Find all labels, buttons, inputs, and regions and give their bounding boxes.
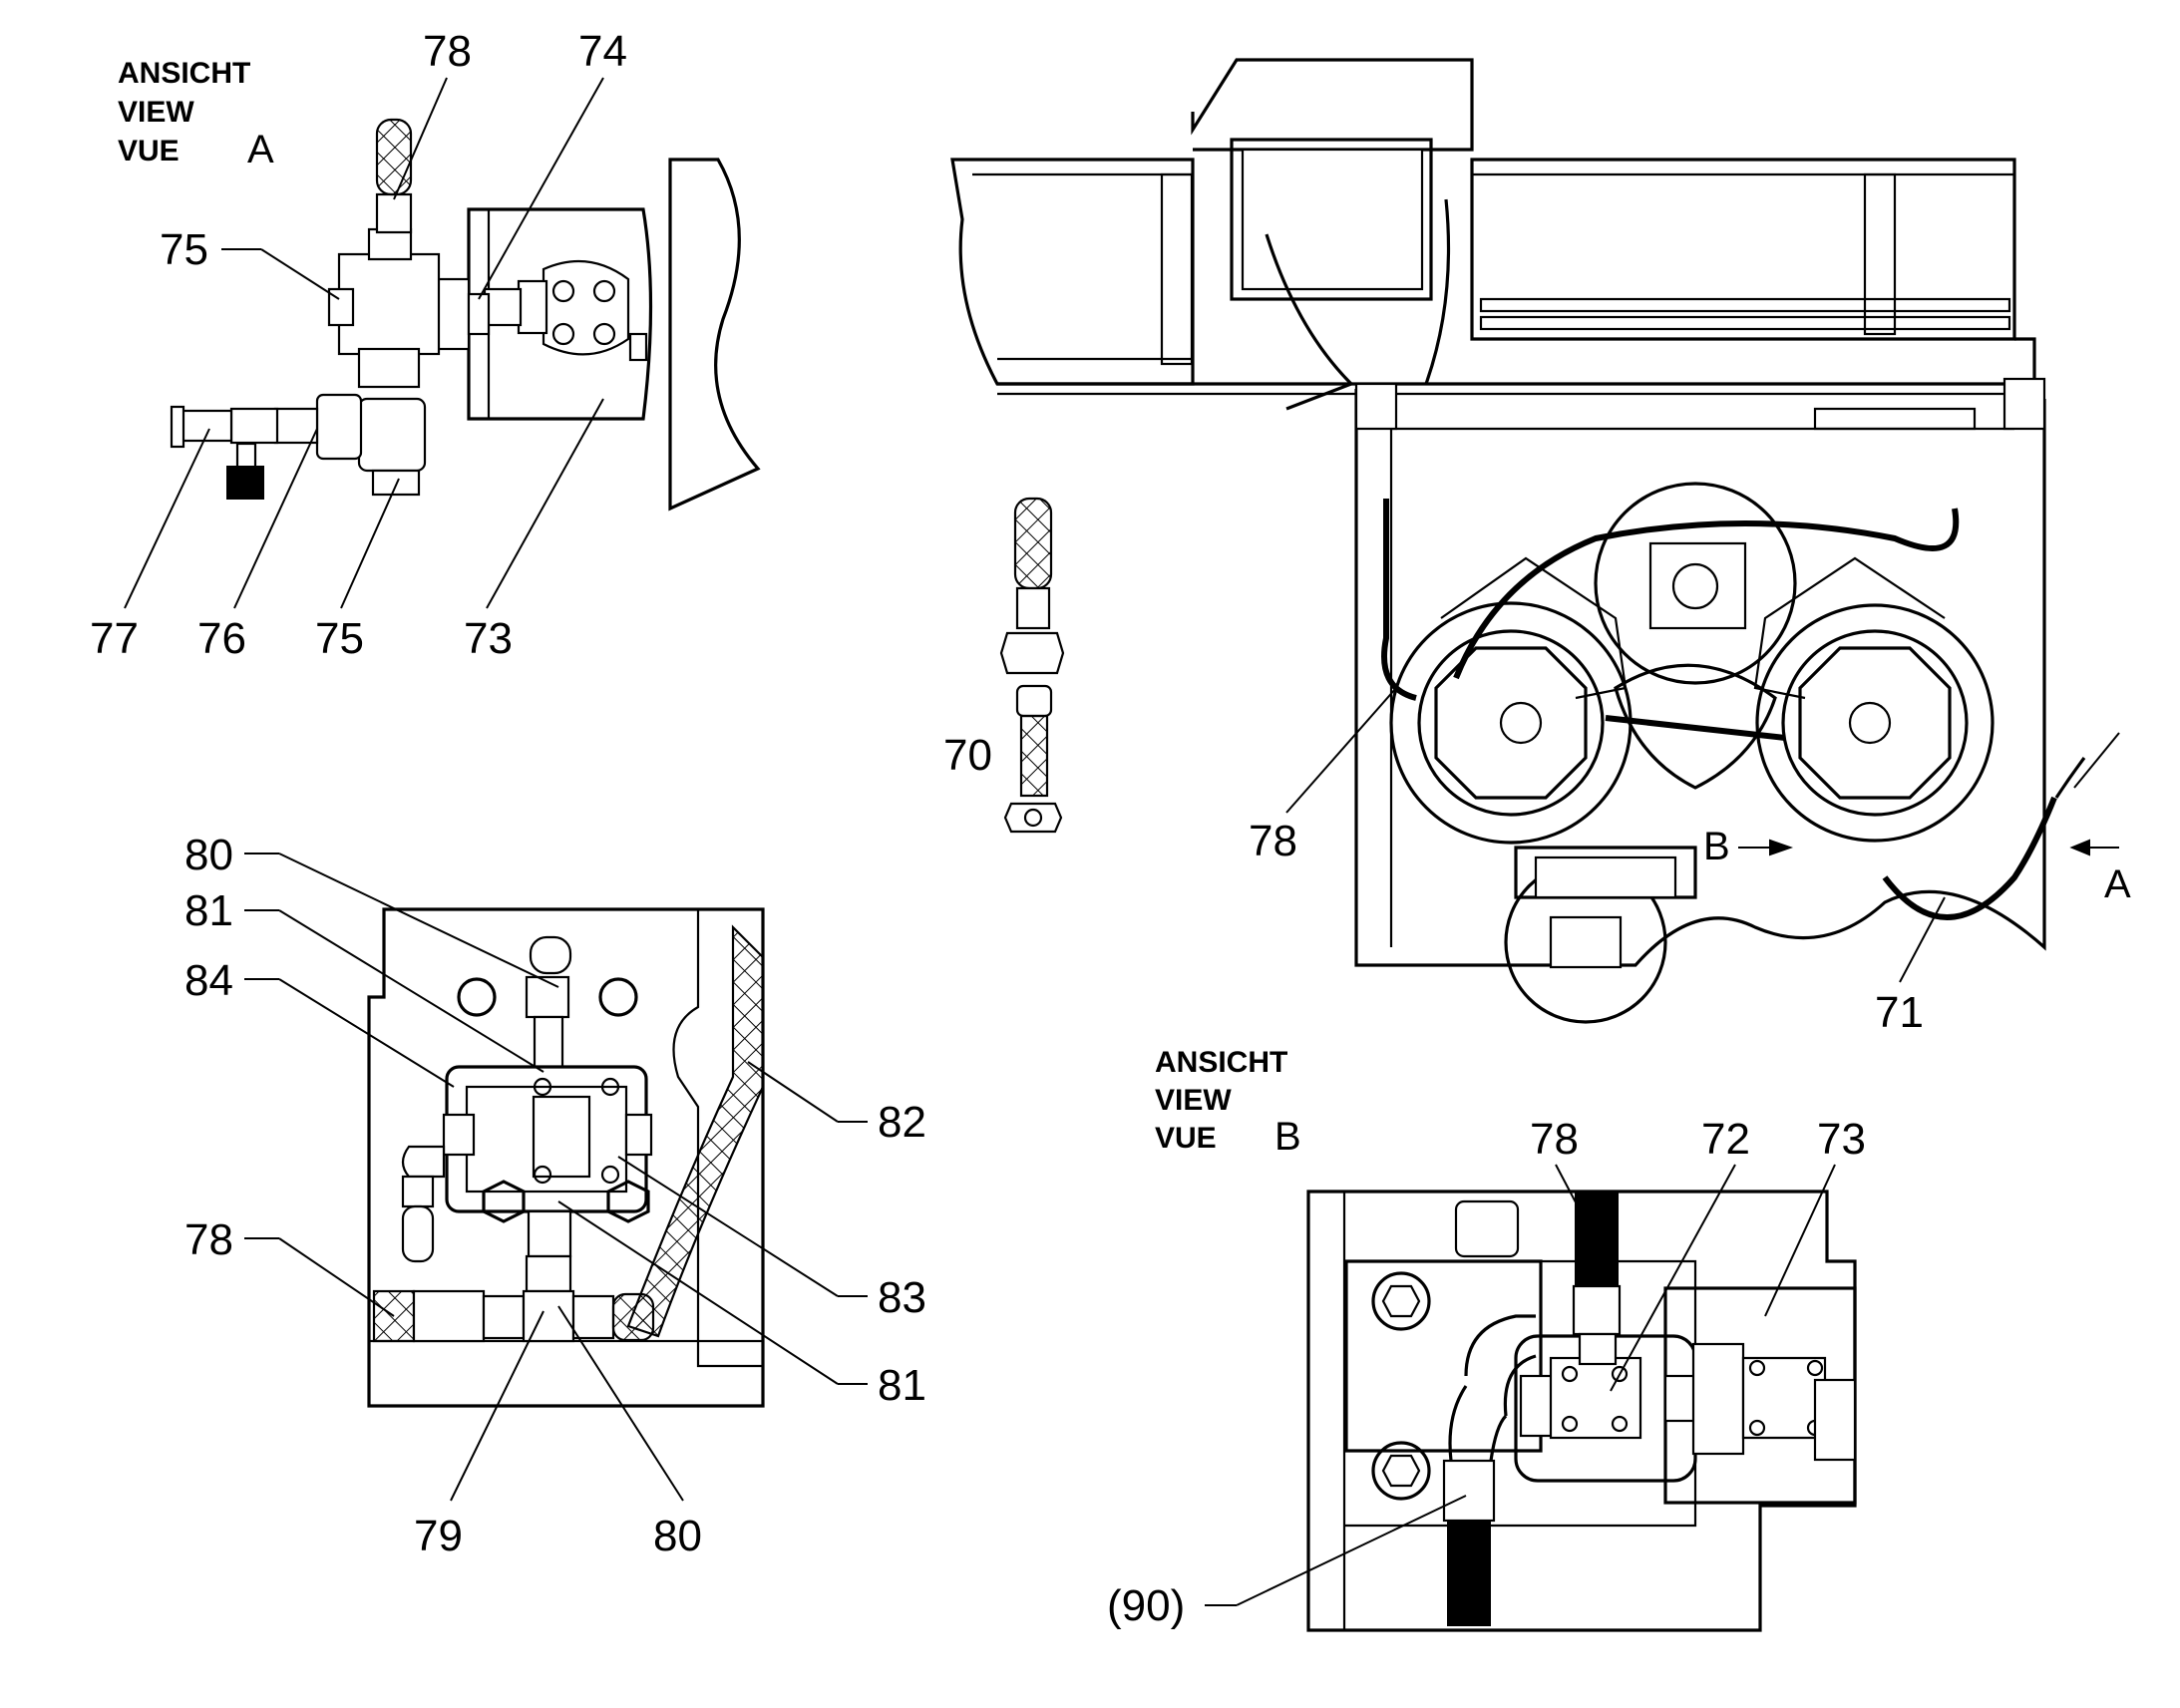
view-b-letter: B [1274, 1115, 1301, 1159]
housing-73 [467, 158, 761, 512]
main-callout-78: 78 [1249, 817, 1297, 865]
view-a-callout-73: 73 [464, 614, 513, 663]
hoses-main [1381, 499, 2120, 920]
view-b-callout-90: (90) [1107, 1581, 1185, 1630]
view-a-callout-78: 78 [423, 27, 472, 76]
section-marker-b: B [1703, 825, 1730, 868]
pump-housing [1354, 377, 2046, 967]
view-b-title-fr: VUE [1155, 1122, 1217, 1155]
detail-callout-78: 78 [184, 1215, 233, 1264]
view-b-title-de: ANSICHT [1155, 1046, 1287, 1079]
lower-fittings [170, 393, 427, 500]
view-a-title-de: ANSICHT [118, 57, 250, 90]
pump-center [1594, 482, 1797, 790]
view-a-title-fr: VUE [118, 135, 180, 168]
view-a-callout-74: 74 [578, 27, 627, 76]
detail-callout-81-lower: 81 [878, 1361, 926, 1410]
view-a-leaders [124, 77, 604, 609]
detail-callout-79: 79 [414, 1512, 463, 1560]
view-b-callout-73: 73 [1817, 1115, 1866, 1164]
hose-78-top [375, 118, 413, 234]
view-a-callout-75-upper: 75 [160, 225, 208, 274]
pump-bottom [1504, 846, 1697, 1024]
view-a-title-en: VIEW [118, 96, 194, 129]
view-a-letter: A [247, 128, 274, 171]
main-assembly-view: B A 78 71 [950, 58, 2131, 1037]
view-b-callout-72: 72 [1701, 1115, 1750, 1164]
fitting-chain [327, 227, 491, 389]
main-callout-71: 71 [1875, 988, 1924, 1037]
view-a-callout-76: 76 [197, 614, 246, 663]
pump-right [1753, 556, 1995, 843]
detail-callout-80-upper: 80 [184, 831, 233, 879]
section-markers: B A [1703, 825, 2131, 906]
detail-70-parts: 70 [943, 497, 1065, 834]
pump-left [1389, 556, 1633, 845]
view-marker-a: A [2104, 862, 2131, 906]
view-b-title-en: VIEW [1155, 1084, 1232, 1117]
flange-fitting [483, 259, 630, 356]
view-a-detail: ANSICHT VIEW VUE A [90, 27, 761, 663]
callout-70: 70 [943, 731, 992, 780]
detail-callout-81-upper: 81 [184, 886, 233, 935]
detail-callout-83: 83 [878, 1273, 926, 1322]
detail-callout-80-lower: 80 [653, 1512, 702, 1560]
view-a-callout-75-lower: 75 [315, 614, 364, 663]
machine-frame [950, 58, 2036, 411]
view-b-callout-78: 78 [1530, 1115, 1579, 1164]
filter-block-detail: 80 81 84 82 83 81 78 79 80 [184, 831, 926, 1560]
detail-callout-84: 84 [184, 956, 233, 1005]
view-b-detail: ANSICHT VIEW VUE B [1107, 1046, 1866, 1632]
detail-callout-82: 82 [878, 1098, 926, 1147]
view-a-callout-77: 77 [90, 614, 139, 663]
